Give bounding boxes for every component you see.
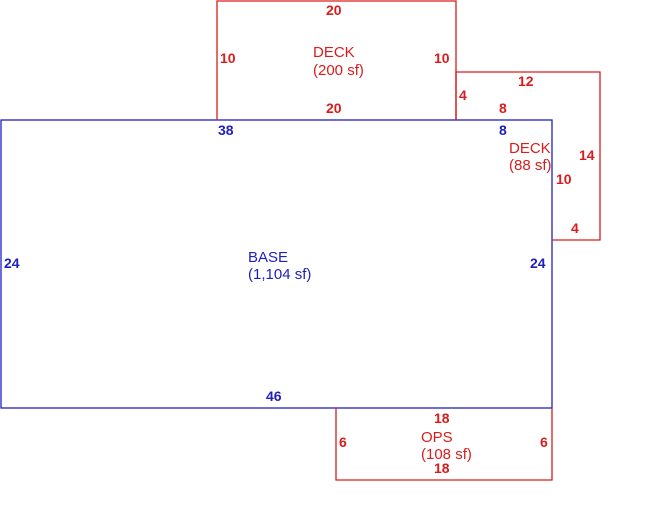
deck-right-dim-inner-top: 8 — [499, 100, 507, 116]
deck-right-outline — [455, 71, 601, 241]
deck-right-dim-outer: 14 — [579, 147, 595, 163]
deck-top-dim-bottom: 20 — [326, 100, 342, 116]
base-dim-right: 24 — [530, 255, 546, 271]
base-dim-bottom: 46 — [266, 388, 282, 404]
ops-dim-bottom: 18 — [434, 460, 450, 476]
base-outline — [0, 119, 553, 409]
ops-dim-top: 18 — [434, 410, 450, 426]
ops-dim-right: 6 — [540, 434, 548, 450]
deck-top-area: (200 sf) — [313, 62, 364, 79]
deck-top-dim-right: 10 — [434, 50, 450, 66]
ops-outline — [335, 408, 553, 481]
base-dim-top: 38 — [218, 122, 234, 138]
deck-top-dim-left: 10 — [220, 50, 236, 66]
base-area: (1,104 sf) — [248, 266, 311, 283]
base-dim-top-right: 8 — [499, 122, 507, 138]
deck-right-area: (88 sf) — [509, 157, 552, 174]
base-dim-left: 24 — [4, 255, 20, 271]
deck-right-dim-step: 4 — [459, 87, 467, 103]
deck-right-name: DECK — [509, 140, 551, 157]
deck-right-dim-inner-side: 10 — [556, 171, 572, 187]
deck-top-dim-top: 20 — [326, 2, 342, 18]
ops-dim-left: 6 — [339, 434, 347, 450]
ops-area: (108 sf) — [421, 446, 472, 463]
deck-top-name: DECK — [313, 44, 355, 61]
base-name: BASE — [248, 249, 288, 266]
deck-right-dim-bottom: 4 — [571, 220, 579, 236]
deck-right-dim-top: 12 — [518, 73, 534, 89]
ops-name: OPS — [421, 429, 453, 446]
deck-top-outline — [216, 0, 457, 120]
